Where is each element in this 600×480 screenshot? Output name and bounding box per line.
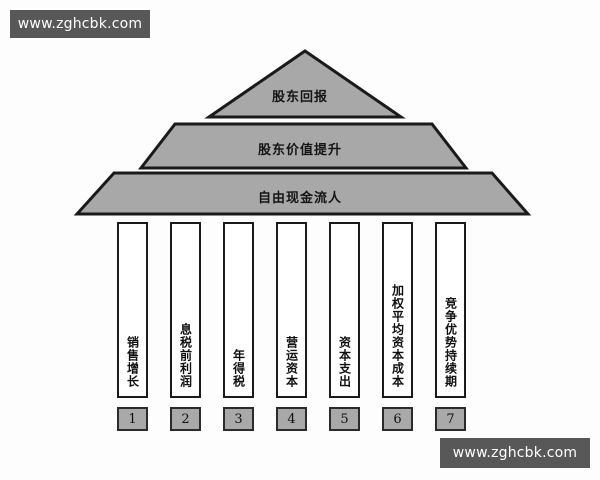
pillar-6: 加权平均资本成本 [382, 222, 413, 398]
watermark-bottom: www.zghcbk.com [440, 438, 590, 468]
pillar-2: 息税前利润 [170, 222, 201, 398]
pyramid-tier-2-label: 股东价值提升 [257, 143, 342, 158]
pillar-number-3: 3 [223, 407, 254, 431]
pillar-number-2: 2 [170, 407, 201, 431]
pillar-5: 资本支出 [329, 222, 360, 398]
pyramid-tier-3-shape [73, 171, 532, 216]
pillar-4-label: 营运资本 [284, 336, 299, 388]
pillar-3-label: 年得税 [231, 349, 246, 388]
pillar-number-4: 4 [276, 407, 307, 431]
pillar-6-label: 加权平均资本成本 [390, 284, 405, 388]
pyramid-tier-1-shape [204, 49, 406, 119]
pillar-number-6: 6 [382, 407, 413, 431]
pillar-number-1: 1 [117, 407, 148, 431]
pyramid-tier-3-label: 自由现金流人 [257, 191, 342, 206]
pillar-5-label: 资本支出 [337, 336, 352, 388]
pillar-1-label: 销售增长 [125, 336, 140, 388]
pillar-number-7: 7 [435, 407, 466, 431]
pillar-number-5: 5 [329, 407, 360, 431]
pyramid-tier-2-shape [137, 122, 470, 170]
pillar-7: 竞争优势持续期 [435, 222, 466, 398]
pillar-7-label: 竞争优势持续期 [443, 297, 458, 388]
pillar-3: 年得税 [223, 222, 254, 398]
pillar-4: 营运资本 [276, 222, 307, 398]
watermark-top: www.zghcbk.com [10, 10, 150, 38]
pyramid-tier-1-label: 股东回报 [271, 90, 328, 105]
pillar-1: 销售增长 [117, 222, 148, 398]
pillar-2-label: 息税前利润 [178, 323, 193, 388]
